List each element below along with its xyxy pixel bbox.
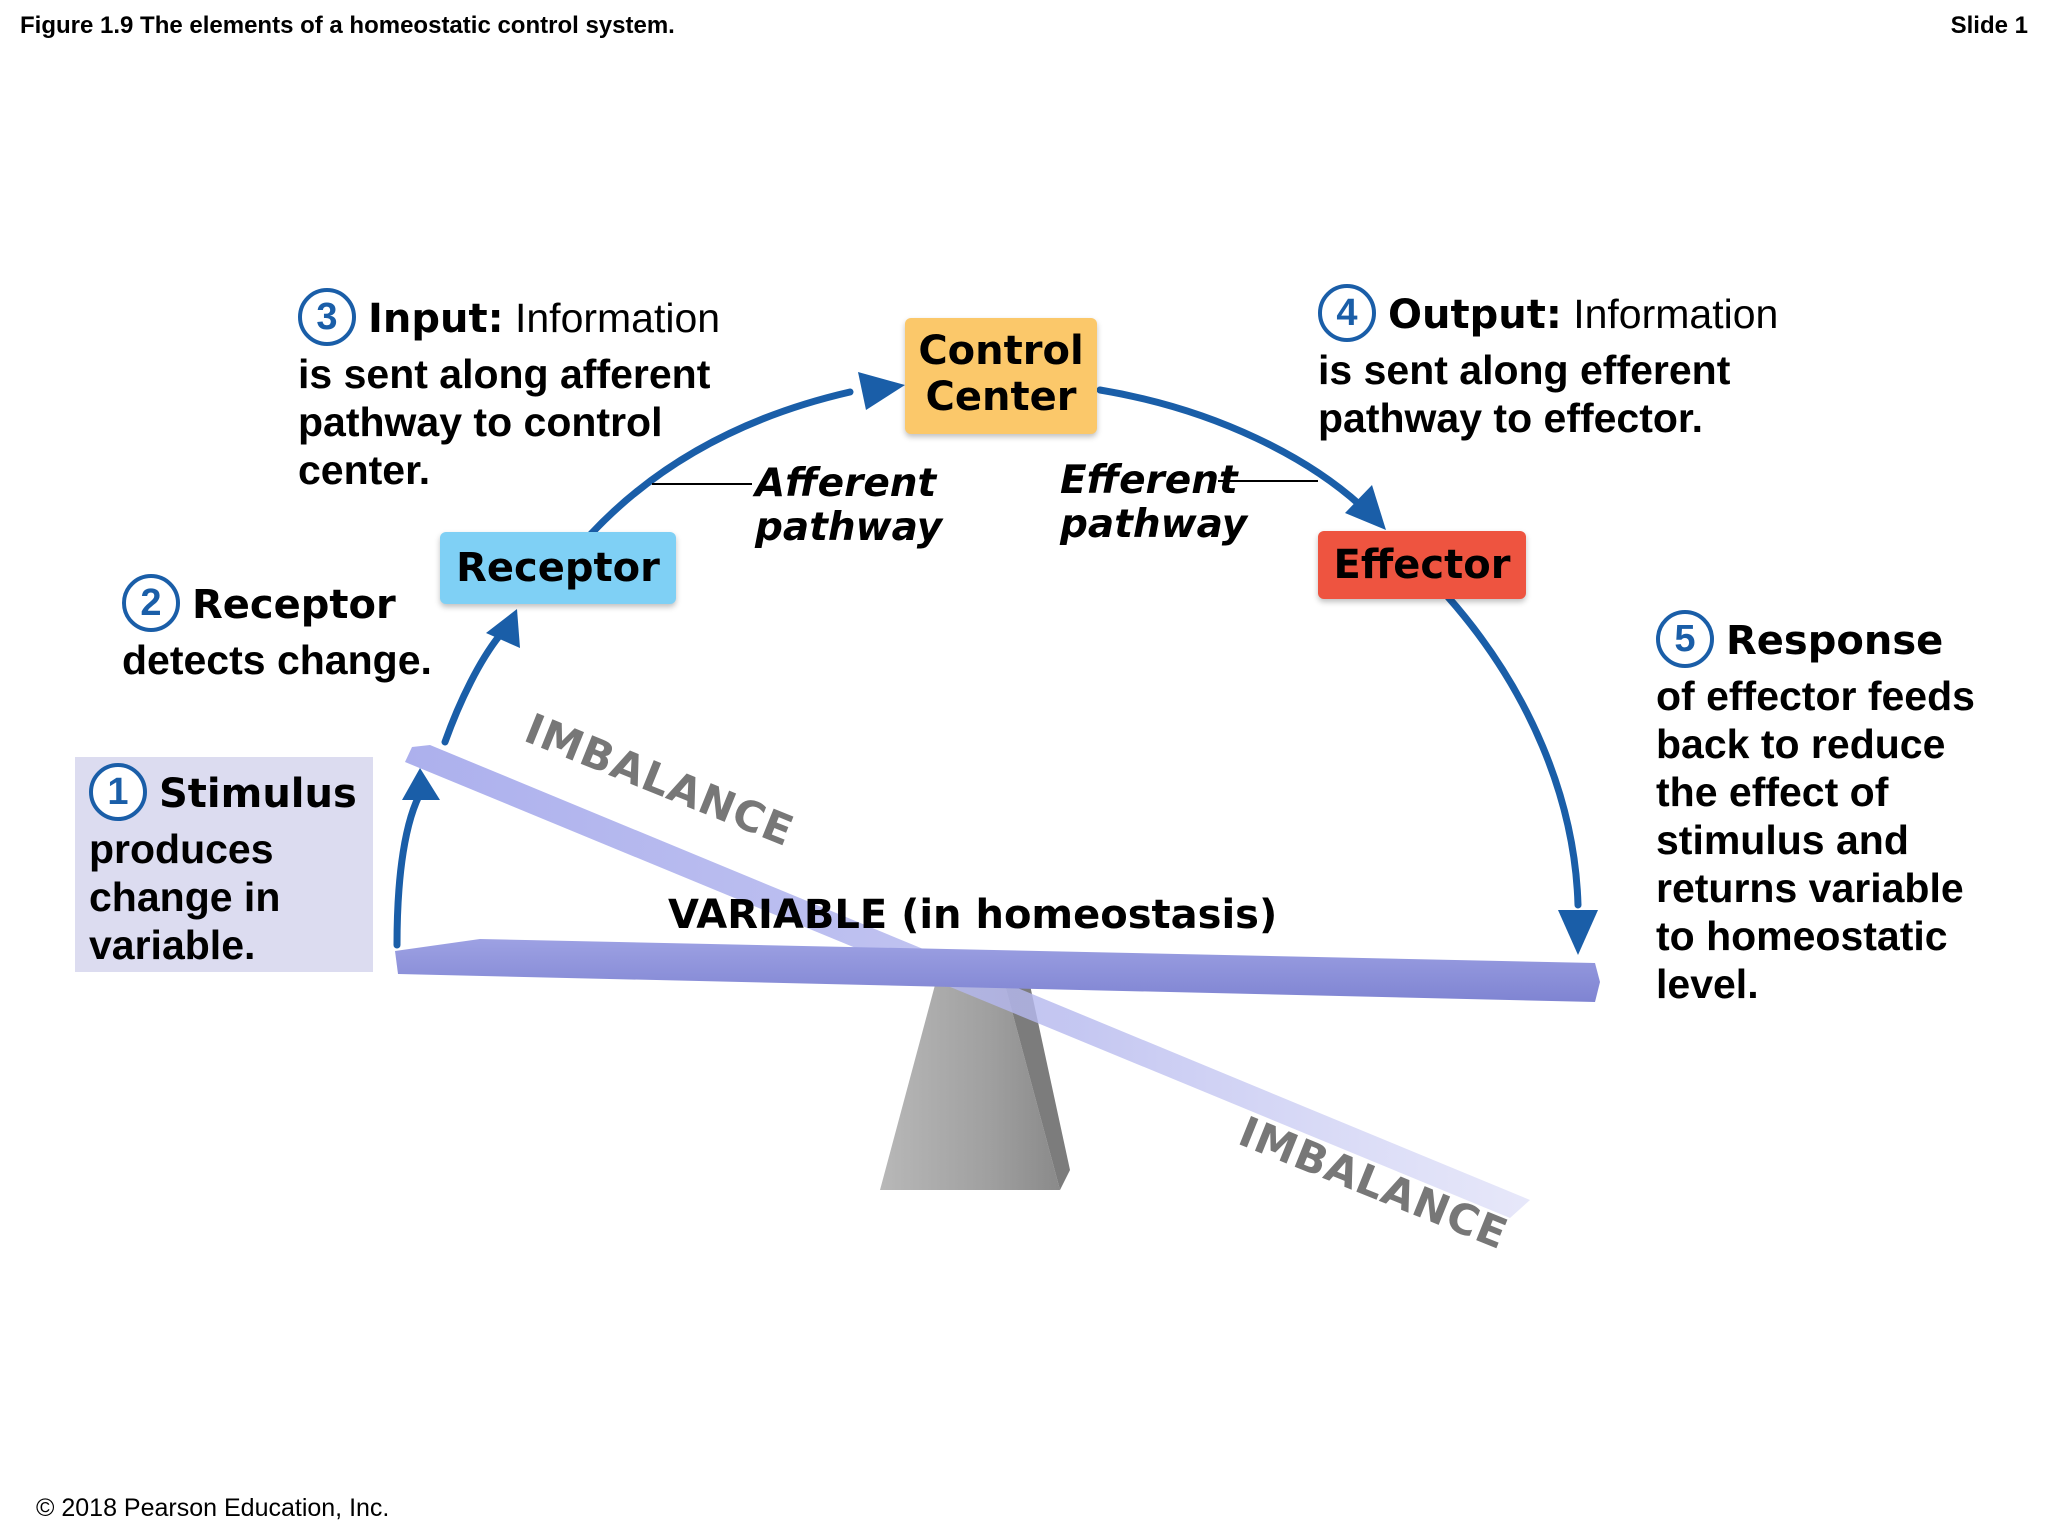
- step-1-stimulus: 1 Stimulus produces change in variable.: [75, 757, 373, 972]
- step-5-line7: to homeostatic: [1656, 913, 1948, 959]
- efferent-label-line1: Efferent: [1060, 458, 1238, 503]
- arrowhead-2: [486, 609, 520, 648]
- step-1-line2: produces: [89, 826, 274, 872]
- flat-beam: [395, 939, 1600, 1002]
- step-5-line5: stimulus and: [1656, 817, 1909, 863]
- step-3-lead: Input:: [368, 295, 504, 342]
- step-number-badge: 4: [1318, 284, 1376, 342]
- step-1-line3: change in: [89, 874, 281, 920]
- slide-number: Slide 1: [1950, 12, 2028, 39]
- fulcrum-side: [1005, 985, 1070, 1190]
- step-5-line6: returns variable: [1656, 865, 1964, 911]
- step-number-badge: 3: [298, 288, 356, 346]
- efferent-label-line2: pathway: [1060, 502, 1248, 547]
- step-1-line4: variable.: [89, 922, 256, 968]
- arrowhead-3: [858, 372, 905, 410]
- variable-label: VARIABLE (in homeostasis): [668, 892, 1277, 938]
- step-2-lead: Receptor: [192, 581, 396, 628]
- arrowhead-4: [1345, 485, 1386, 530]
- step-5-line8: level.: [1656, 961, 1759, 1007]
- step-2-line2: detects change.: [122, 637, 432, 683]
- figure-title: Figure 1.9 The elements of a homeostatic…: [20, 12, 675, 39]
- step-5-line3: back to reduce: [1656, 721, 1946, 767]
- step-number-badge: 1: [89, 763, 147, 821]
- control-center-box: Control Center: [905, 318, 1097, 434]
- afferent-label-line2: pathway: [755, 505, 943, 550]
- step-3-line3: pathway to control: [298, 399, 663, 445]
- step-4-rest: Information: [1561, 290, 1779, 337]
- step-3-line2: is sent along afferent: [298, 351, 711, 397]
- receptor-box: Receptor: [440, 532, 676, 604]
- efferent-pathway-label: Efferent pathway: [1060, 459, 1247, 547]
- imbalance-label-top: IMBALANCE: [518, 704, 800, 856]
- arrow-response: [1444, 593, 1582, 909]
- step-4-output: 4 Output: Information is sent along effer…: [1318, 284, 1779, 442]
- arrowhead-5: [1558, 910, 1598, 955]
- arrow-stimulus-to-beam: [393, 786, 426, 949]
- arrowhead-1: [402, 768, 440, 800]
- step-4-lead: Output:: [1388, 291, 1562, 338]
- step-3-input: 3 Input: Information is sent along affere…: [298, 288, 721, 494]
- step-4-line2: is sent along efferent: [1318, 347, 1731, 393]
- step-3-line4: center.: [298, 447, 431, 493]
- copyright: © 2018 Pearson Education, Inc.: [36, 1494, 390, 1522]
- step-2-receptor: 2 Receptor detects change.: [122, 574, 432, 684]
- step-5-line4: the effect of: [1656, 769, 1889, 815]
- step-1-lead: Stimulus: [159, 770, 357, 817]
- effector-box: Effector: [1318, 531, 1526, 599]
- control-center-label-line1: Control: [918, 328, 1084, 374]
- step-5-lead: Response: [1726, 617, 1944, 664]
- step-4-line3: pathway to effector.: [1318, 395, 1704, 441]
- afferent-label-line1: Afferent: [755, 461, 937, 506]
- step-3-rest: Information: [503, 294, 721, 341]
- step-5-response: 5 Response of effector feeds back to redu…: [1656, 610, 1975, 1008]
- arrow-to-receptor: [441, 631, 504, 746]
- step-5-line2: of effector feeds: [1656, 673, 1975, 719]
- arrow-afferent: [586, 388, 854, 539]
- step-number-badge: 5: [1656, 610, 1714, 668]
- fulcrum: [880, 985, 1060, 1190]
- afferent-pathway-label: Afferent pathway: [755, 462, 942, 550]
- arrow-efferent: [1096, 386, 1364, 509]
- step-number-badge: 2: [122, 574, 180, 632]
- control-center-label-line2: Center: [925, 374, 1077, 420]
